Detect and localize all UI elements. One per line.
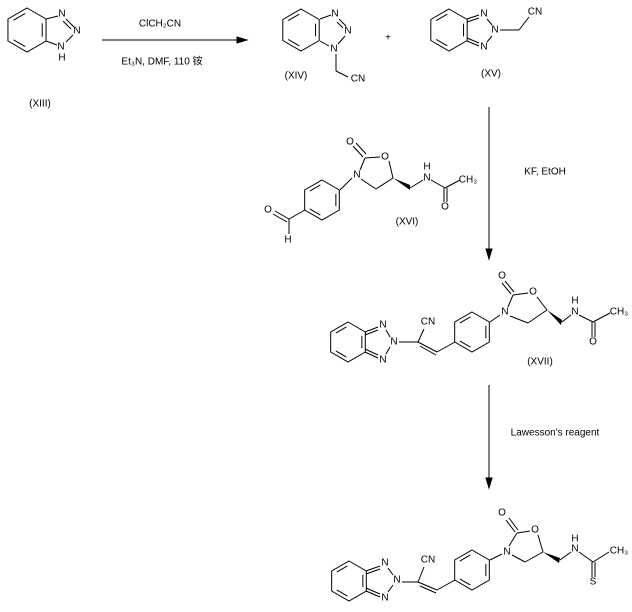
compound-xv: N N N CN (XV) — [466, 7, 542, 80]
xvi-phenyl-double-bond — [309, 184, 321, 192]
xiv-benzene-ring — [282, 8, 320, 52]
compound-label-xiv: (XIV) — [285, 71, 308, 82]
atom-n2: N — [344, 26, 351, 37]
atom-n-ring: N — [503, 547, 510, 558]
atom-n-thioamide: N — [571, 544, 578, 555]
atom-o-aldehyde: O — [264, 205, 272, 216]
xv-benzene-ring — [430, 8, 468, 52]
reagent-above-1: ClCH₂CN — [139, 19, 181, 30]
compound-xiv: N N N CN (XIV) — [285, 9, 366, 85]
xiv-benzene-double-bond — [287, 13, 300, 22]
plus-sign: + — [385, 33, 391, 44]
product-phenyl-double-bond — [459, 554, 471, 562]
atom-n2: N — [390, 337, 397, 348]
compound-xiii: N N N H (XIII) — [29, 9, 80, 110]
atom-ch3: CH₃ — [459, 175, 478, 186]
xvii-benzo-double-bond — [335, 326, 347, 334]
compound-label-xvii: (XVII) — [527, 357, 553, 368]
atom-o-exo: O — [498, 508, 506, 519]
xvii-benzo-ring — [330, 321, 366, 363]
atom-s: S — [590, 577, 597, 588]
atom-n-amide: N — [423, 173, 430, 184]
xv-benzene-double-bond — [435, 13, 448, 22]
compound-product: N N N CN N O O N H CH₃ S — [365, 508, 629, 604]
atom-n1: N — [58, 9, 65, 20]
reagent-2: KF, EtOH — [524, 167, 566, 178]
atom-o-amide: O — [441, 202, 449, 213]
atom-o-ring: O — [531, 525, 539, 536]
atom-ch3: CH₃ — [610, 307, 629, 318]
atom-n1: N — [480, 9, 487, 20]
atom-n3: N — [381, 593, 388, 604]
product-benzo-ring — [331, 560, 367, 602]
xiii-benzene-ring — [7, 7, 47, 53]
reaction-arrow-1: ClCH₂CN Et₃N, DMF, 110 铵 — [102, 19, 249, 68]
atom-cn: CN — [351, 74, 365, 85]
atom-cn: CN — [421, 317, 435, 328]
atom-o-exo: O — [346, 137, 354, 148]
atom-o-amide: O — [589, 337, 597, 348]
xvii-phenyl-ring — [454, 311, 490, 353]
xiii-benzene-double-bond — [13, 13, 26, 21]
atom-ch3: CH₃ — [610, 546, 629, 557]
atom-o-exo: O — [498, 271, 506, 282]
atom-h-amide: H — [423, 162, 430, 173]
atom-n3: N — [57, 42, 64, 53]
compound-xvi: O H N O O N H CH₃ O (XVI) — [264, 137, 477, 246]
xiv-benzene-double-bond — [287, 38, 300, 47]
atom-cn: CN — [421, 555, 435, 566]
xvii-benzo-double-bond — [335, 350, 347, 358]
atom-cn: CN — [528, 7, 542, 18]
atom-o-ring: O — [381, 152, 389, 163]
reagent-below-1: Et₃N, DMF, 110 铵 — [121, 55, 202, 68]
atom-o-ring: O — [529, 287, 537, 298]
reagent-3: Lawesson's reagent — [511, 428, 600, 439]
xvi-phenyl-double-bond — [309, 208, 321, 216]
reaction-arrow-3: Lawesson's reagent — [485, 385, 600, 490]
xiii-benzene-double-bond — [13, 39, 26, 47]
atom-n-ring: N — [353, 170, 360, 181]
xvii-phenyl-double-bond — [459, 316, 471, 324]
atom-n1: N — [381, 558, 388, 569]
product-benzo-double-bond — [336, 565, 348, 573]
compound-label-xvi: (XVI) — [396, 217, 419, 228]
atom-n1: N — [331, 9, 338, 20]
atom-n-amide: N — [571, 307, 578, 318]
atom-h: H — [58, 53, 65, 64]
compound-label-xiii: (XIII) — [29, 99, 51, 110]
atom-h-amide: H — [571, 296, 578, 307]
product-phenyl-ring — [454, 549, 490, 591]
atom-h-aldehyde: H — [284, 235, 291, 246]
compound-xvii: N N N CN N O O N H CH₃ O (XVII) — [364, 271, 629, 368]
xvii-phenyl-double-bond — [459, 340, 471, 348]
product-phenyl-double-bond — [459, 578, 471, 586]
atom-n-ring: N — [501, 307, 508, 318]
xvi-phenyl-ring — [304, 179, 340, 221]
atom-n1: N — [379, 320, 386, 331]
atom-n3: N — [330, 44, 337, 55]
product-benzo-double-bond — [336, 589, 348, 597]
atom-n3: N — [379, 355, 386, 366]
atom-h-thioamide: H — [571, 534, 578, 545]
xv-benzene-double-bond — [435, 38, 448, 47]
atom-n2: N — [73, 26, 80, 37]
atom-n2: N — [491, 25, 498, 36]
atom-n3: N — [480, 42, 487, 53]
aromatic-rings — [7, 7, 490, 602]
reaction-arrow-2: KF, EtOH — [485, 107, 566, 261]
atom-n2: N — [393, 575, 400, 586]
compound-label-xv: (XV) — [481, 69, 501, 80]
